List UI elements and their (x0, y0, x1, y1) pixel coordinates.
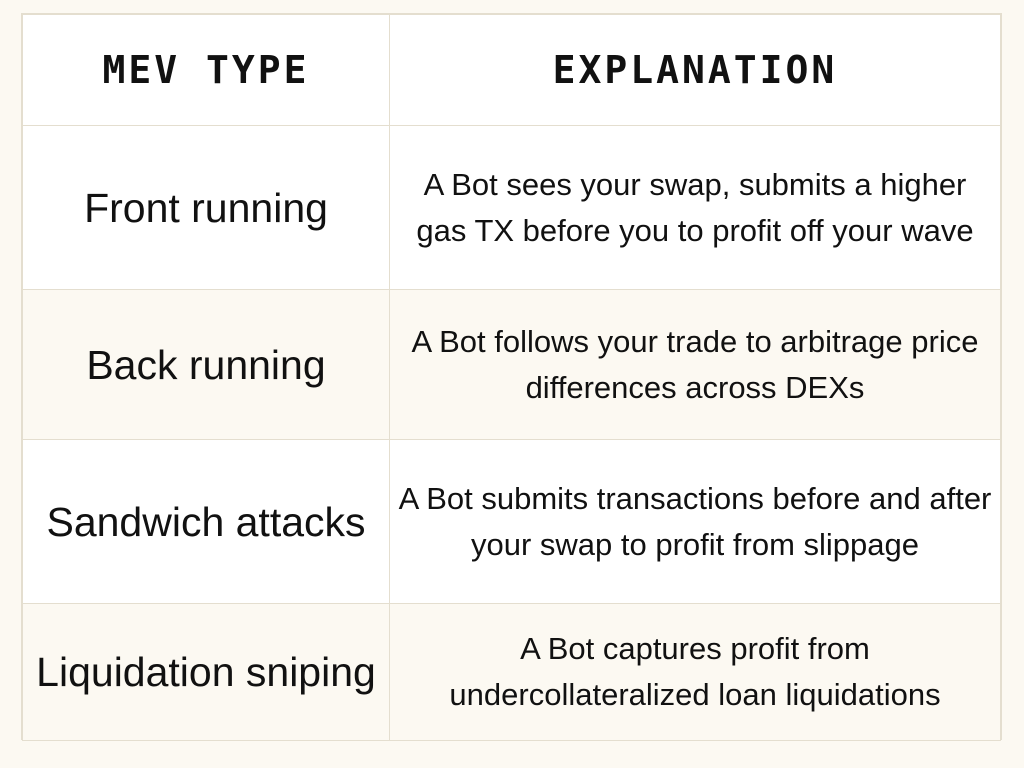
table-row: Sandwich attacks A Bot submits transacti… (22, 439, 1001, 604)
mev-types-table: MEV Type Explanation Front running A Bot… (22, 14, 1001, 741)
mev-type-cell: Sandwich attacks (22, 439, 390, 604)
mev-type-cell: Front running (22, 125, 390, 290)
explanation-cell: A Bot submits transactions before and af… (389, 439, 1001, 604)
table-row: Front running A Bot sees your swap, subm… (22, 125, 1001, 290)
header-explanation: Explanation (389, 14, 1001, 126)
mev-type-cell: Back running (22, 289, 390, 440)
table-header-row: MEV Type Explanation (22, 14, 1001, 126)
table-row: Back running A Bot follows your trade to… (22, 289, 1001, 440)
mev-type-cell: Liquidation sniping (22, 603, 390, 741)
explanation-cell: A Bot captures profit from undercollater… (389, 603, 1001, 741)
table-row: Liquidation sniping A Bot captures profi… (22, 603, 1001, 741)
explanation-cell: A Bot sees your swap, submits a higher g… (389, 125, 1001, 290)
mev-table-container: MEV Type Explanation Front running A Bot… (21, 13, 1002, 741)
header-mev-type: MEV Type (22, 14, 390, 126)
explanation-cell: A Bot follows your trade to arbitrage pr… (389, 289, 1001, 440)
